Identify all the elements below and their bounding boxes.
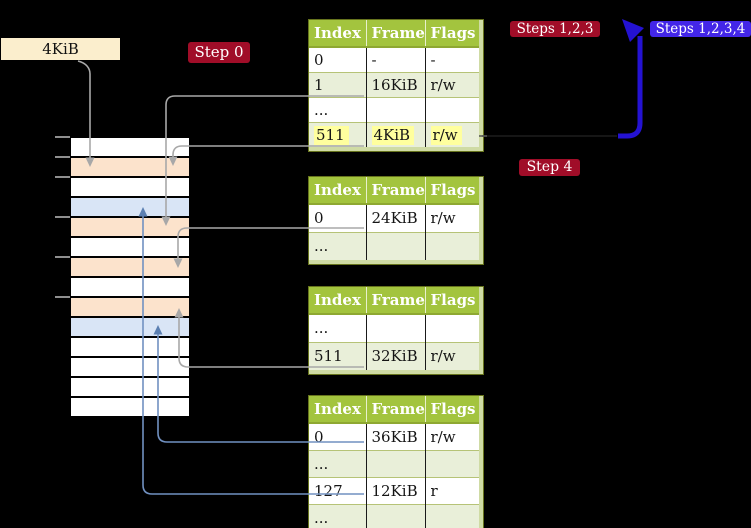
memory-tick bbox=[55, 156, 70, 158]
memory-row bbox=[70, 257, 190, 277]
column-header-frame: Frame bbox=[366, 396, 426, 424]
step-0-badge: Step 0 bbox=[188, 42, 250, 63]
memory-row bbox=[70, 337, 190, 357]
highlighted-value: 4KiB bbox=[371, 125, 415, 145]
column-header-index: Index bbox=[309, 20, 367, 48]
step-4-badge: Step 4 bbox=[519, 159, 580, 176]
memory-tick bbox=[55, 176, 70, 178]
memory-row bbox=[70, 297, 190, 317]
column-header-index: Index bbox=[309, 287, 367, 315]
steps-123-badge: Steps 1,2,3 bbox=[510, 21, 600, 37]
memory-row bbox=[70, 357, 190, 377]
table-header-row: Index Frame Flags bbox=[309, 287, 479, 315]
memory-row bbox=[70, 177, 190, 197]
highlighted-value: 511 bbox=[314, 125, 349, 145]
table-row: 1 16KiB r/w bbox=[309, 71, 479, 97]
memory-row bbox=[70, 397, 190, 417]
memory-tick bbox=[55, 136, 70, 138]
page-table-1: Index Frame Flags 0 - - 1 16KiB r/w ... … bbox=[308, 19, 484, 152]
table-row: ... bbox=[309, 503, 479, 528]
page-table-3: Index Frame Flags ... 511 32KiB r/w bbox=[308, 286, 484, 375]
table-header-row: Index Frame Flags bbox=[309, 177, 479, 205]
page-table-4: Index Frame Flags 0 36KiB r/w ... 127 12… bbox=[308, 395, 484, 528]
table-row: 0 24KiB r/w bbox=[309, 203, 479, 232]
memory-row bbox=[70, 197, 190, 217]
memory-row bbox=[70, 277, 190, 297]
steps-loop-arrowhead-icon bbox=[622, 19, 644, 42]
column-header-flags: Flags bbox=[425, 177, 479, 205]
memory-tick bbox=[55, 296, 70, 298]
table-header-row: Index Frame Flags bbox=[309, 20, 479, 48]
table-row-highlighted: 511 4KiB r/w bbox=[309, 121, 479, 147]
steps-1234-badge: Steps 1,2,3,4 bbox=[650, 21, 751, 37]
memory-tick bbox=[55, 256, 70, 258]
memory-row bbox=[70, 157, 190, 177]
column-header-flags: Flags bbox=[425, 396, 479, 424]
table-row: ... bbox=[309, 96, 479, 122]
memory-row bbox=[70, 317, 190, 337]
page-table-2: Index Frame Flags 0 24KiB r/w ... bbox=[308, 176, 484, 265]
column-header-index: Index bbox=[309, 396, 367, 424]
table-row: ... bbox=[309, 449, 479, 477]
table-header-row: Index Frame Flags bbox=[309, 396, 479, 424]
column-header-index: Index bbox=[309, 177, 367, 205]
table-row: ... bbox=[309, 313, 479, 342]
memory-tick bbox=[55, 216, 70, 218]
table-row: 127 12KiB r bbox=[309, 476, 479, 504]
column-header-frame: Frame bbox=[366, 287, 426, 315]
table-row: 0 - - bbox=[309, 46, 479, 72]
table-row: 511 32KiB r/w bbox=[309, 341, 479, 370]
memory-row bbox=[70, 237, 190, 257]
page-size-label: 4KiB bbox=[1, 38, 120, 60]
steps-loop-arrow bbox=[618, 36, 643, 139]
table-row: 0 36KiB r/w bbox=[309, 422, 479, 450]
column-header-frame: Frame bbox=[366, 177, 426, 205]
column-header-flags: Flags bbox=[425, 287, 479, 315]
column-header-frame: Frame bbox=[366, 20, 426, 48]
table-row: ... bbox=[309, 231, 479, 260]
memory-row bbox=[70, 377, 190, 397]
memory-row bbox=[70, 137, 190, 157]
memory-column bbox=[70, 137, 190, 417]
column-header-flags: Flags bbox=[425, 20, 479, 48]
highlighted-value: r/w bbox=[430, 125, 462, 145]
memory-row bbox=[70, 217, 190, 237]
